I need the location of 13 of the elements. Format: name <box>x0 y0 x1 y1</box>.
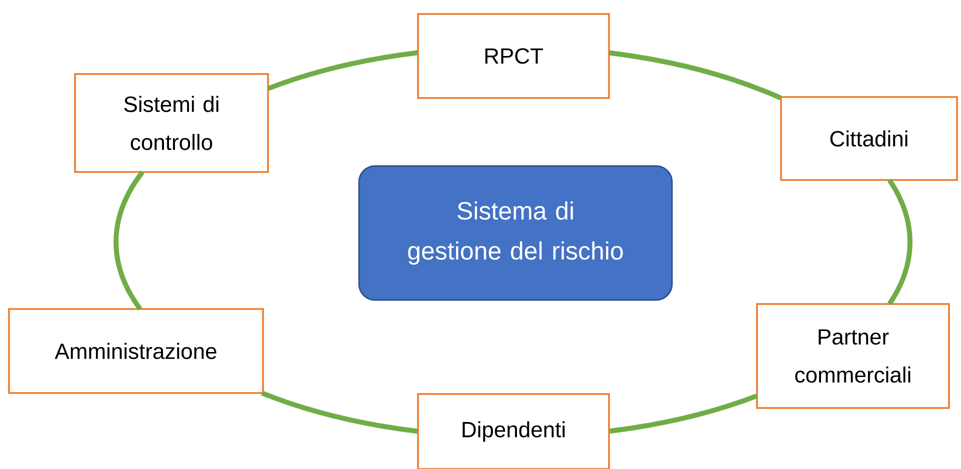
ring-arc <box>267 50 418 91</box>
ring-arc <box>609 50 782 100</box>
ring-arc <box>114 170 144 310</box>
stakeholder-box: Dipendenti <box>417 393 610 469</box>
ring-arc <box>609 394 758 434</box>
stakeholder-box: RPCT <box>417 13 610 99</box>
stakeholder-box: Amministrazione <box>8 308 264 394</box>
stakeholder-box: Sistemi di controllo <box>74 73 269 173</box>
stakeholder-box: Partner commerciali <box>756 303 950 409</box>
ring-arc <box>261 390 418 434</box>
ring-arc <box>887 178 912 306</box>
stakeholder-box: Cittadini <box>780 96 958 181</box>
system-box: Sistema di gestione del rischio <box>358 165 673 301</box>
